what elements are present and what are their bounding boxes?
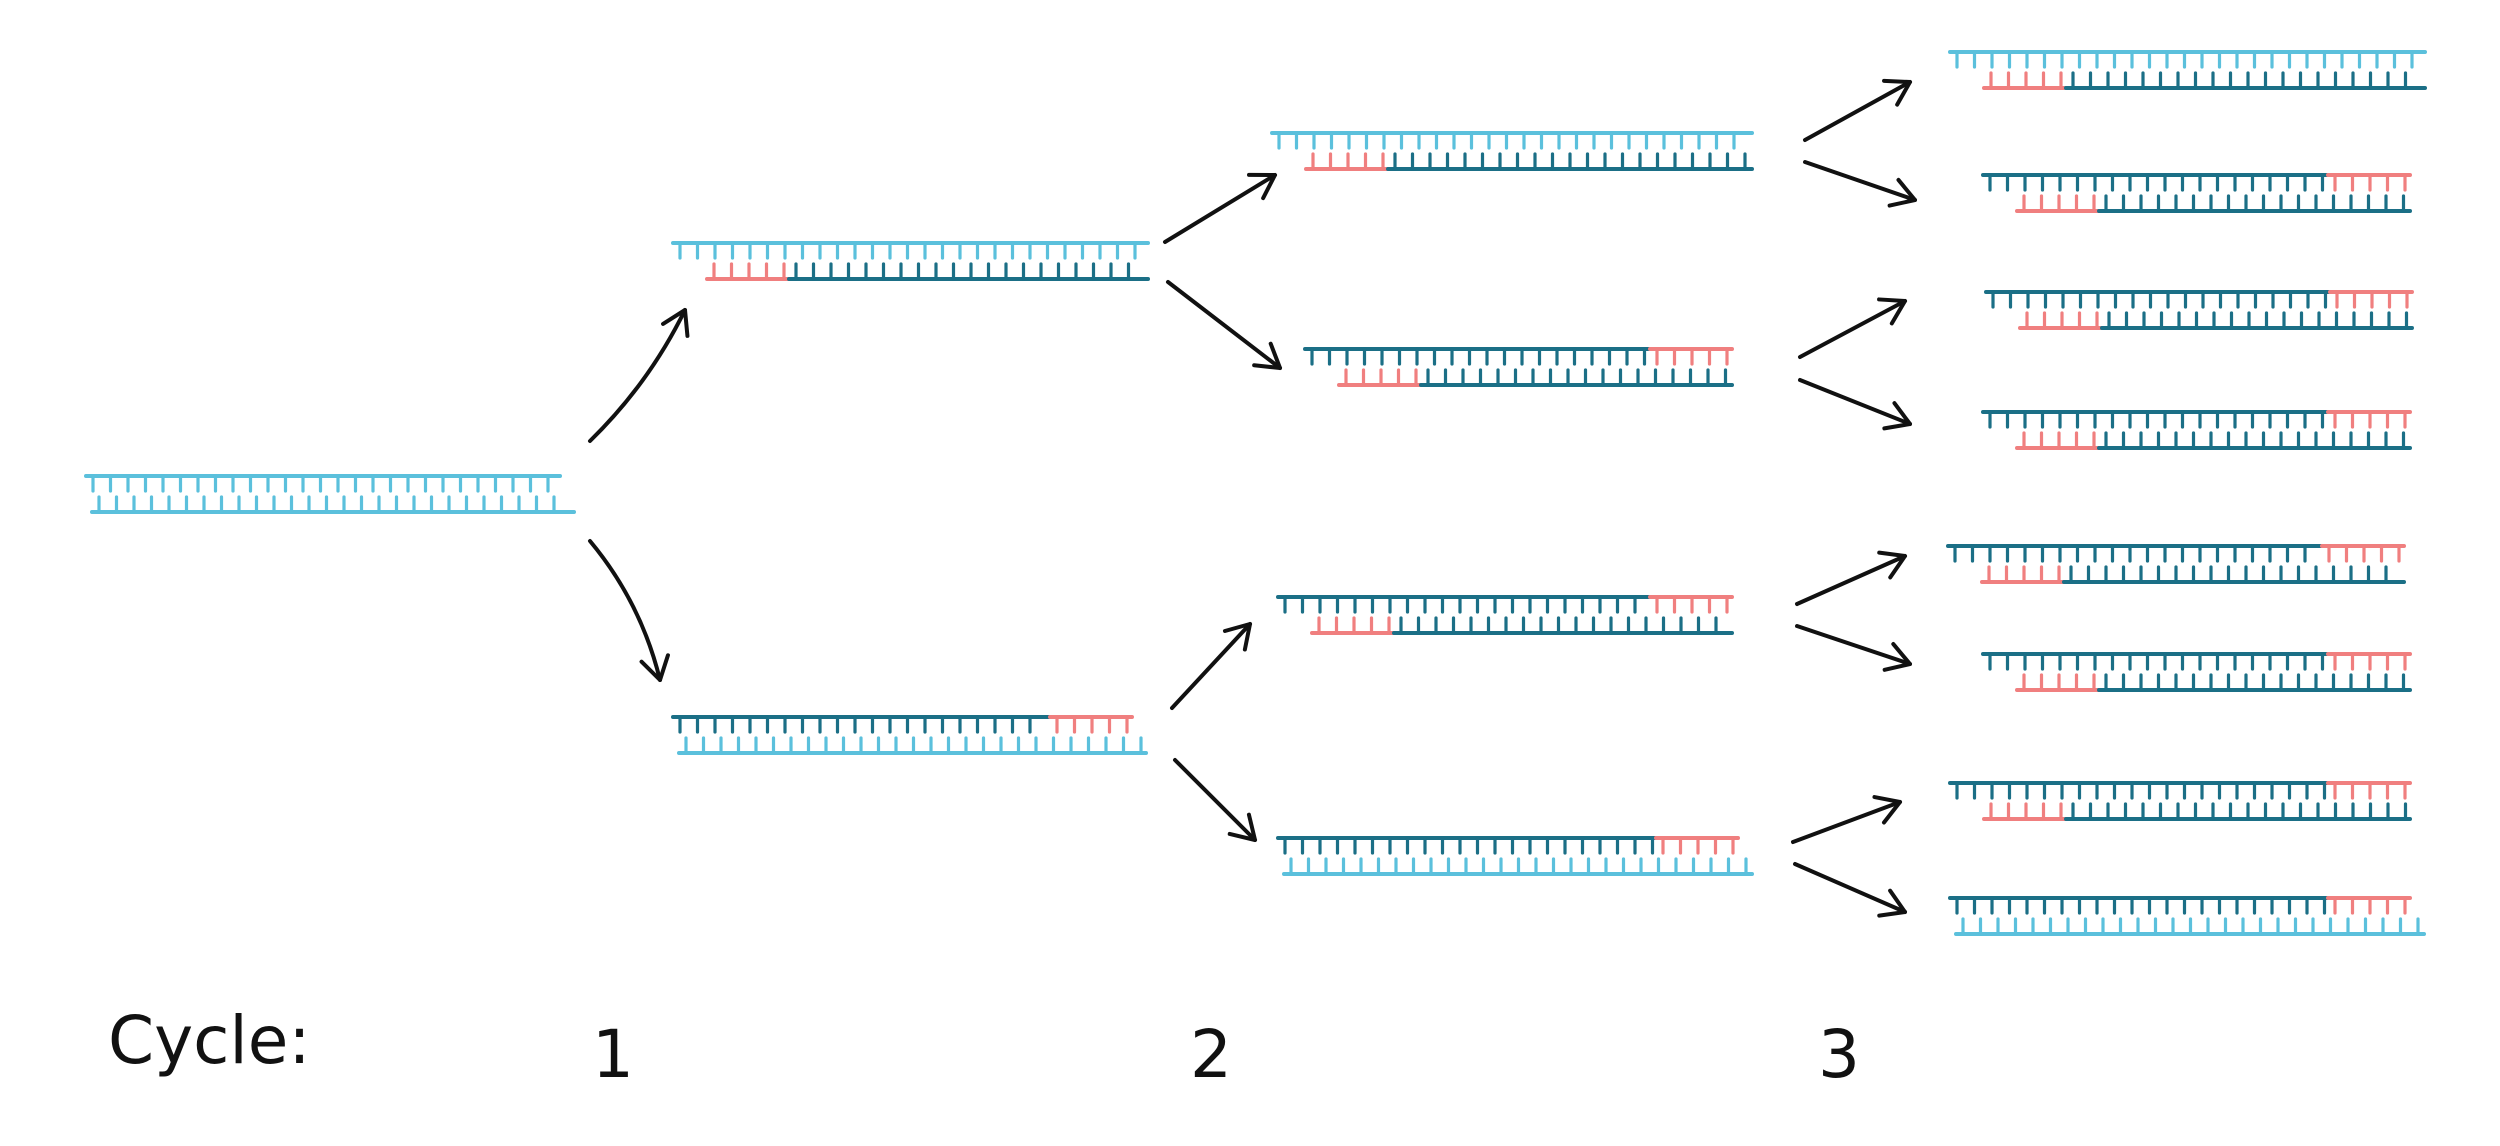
new-strand: [1392, 616, 1734, 635]
arrow: [1803, 160, 1917, 208]
dna-molecule: [671, 715, 1148, 755]
dna-molecule: [1948, 896, 2426, 936]
primer: [1980, 565, 2066, 584]
dna-molecule: [1276, 595, 1734, 635]
new-strand: [2064, 802, 2412, 821]
primer: [2326, 410, 2412, 429]
primer: [2326, 652, 2412, 671]
dna-molecule: [84, 474, 576, 514]
primer: [2326, 896, 2412, 915]
arrow: [588, 539, 670, 682]
primer: [1648, 347, 1734, 366]
new-strand: [1948, 896, 2330, 915]
primer: [1048, 715, 1134, 734]
template-strand: [1948, 50, 2427, 69]
template-strand: [1954, 917, 2426, 936]
new-strand: [1276, 595, 1652, 614]
arrow: [1163, 172, 1277, 244]
primer: [1654, 836, 1740, 855]
arrow: [588, 308, 690, 443]
arrow: [1803, 78, 1912, 142]
dna-molecule: [1948, 50, 2427, 90]
new-strand: [787, 262, 1150, 281]
new-strand: [2097, 194, 2412, 213]
primer: [2320, 544, 2406, 563]
template-strand: [677, 736, 1148, 755]
arrow: [1798, 378, 1912, 431]
new-strand: [2097, 673, 2412, 692]
dna-molecule: [1984, 290, 2414, 330]
primer: [2326, 781, 2412, 800]
template-strand: [1270, 131, 1754, 150]
dna-molecule: [1948, 781, 2412, 821]
arrow: [1798, 297, 1907, 359]
new-strand: [2100, 311, 2414, 330]
arrow: [1166, 280, 1282, 370]
primer: [2015, 673, 2101, 692]
new-strand: [2064, 71, 2427, 90]
new-strand: [1276, 836, 1658, 855]
primer: [1648, 595, 1734, 614]
primer: [705, 262, 791, 281]
primer: [1982, 71, 2068, 90]
dna-molecule: [1270, 131, 1754, 171]
new-strand: [1981, 652, 2330, 671]
primer: [1304, 152, 1390, 171]
arrow: [1793, 862, 1907, 918]
primer: [2018, 311, 2104, 330]
cycle-number-3: 3: [1818, 1016, 1860, 1093]
primer: [1337, 368, 1423, 387]
new-strand: [1419, 368, 1734, 387]
dna-molecule: [1276, 836, 1754, 876]
new-strand: [1981, 410, 2330, 429]
primer: [1982, 802, 2068, 821]
dna-molecule: [1303, 347, 1734, 387]
arrow: [1791, 795, 1902, 844]
primer: [2015, 194, 2101, 213]
template-strand: [90, 495, 576, 514]
primer: [2326, 173, 2412, 192]
new-strand: [2097, 431, 2412, 450]
cycle-number-1: 1: [592, 1016, 634, 1093]
new-strand: [2062, 565, 2406, 584]
template-strand: [84, 474, 562, 493]
arrow: [1795, 624, 1912, 672]
new-strand: [1386, 152, 1754, 171]
arrow: [1170, 622, 1252, 710]
new-strand: [1981, 173, 2330, 192]
dna-molecule: [1946, 544, 2406, 584]
dna-molecule: [1981, 652, 2412, 692]
new-strand: [671, 715, 1052, 734]
dna-molecule: [671, 241, 1150, 281]
cycle-label: Cycle:: [108, 1002, 311, 1079]
arrow: [1173, 758, 1257, 842]
new-strand: [1303, 347, 1652, 366]
new-strand: [1948, 781, 2330, 800]
new-strand: [1946, 544, 2324, 563]
dna-molecule: [1981, 410, 2412, 450]
template-strand: [1282, 857, 1754, 876]
cycle-number-2: 2: [1190, 1016, 1232, 1093]
arrow: [1795, 550, 1907, 606]
template-strand: [671, 241, 1150, 260]
dna-molecule: [1981, 173, 2412, 213]
arrows: [588, 78, 1917, 918]
primer: [2015, 431, 2101, 450]
primer: [1310, 616, 1396, 635]
dna-molecules: [84, 50, 2427, 936]
primer: [2328, 290, 2414, 309]
new-strand: [1984, 290, 2332, 309]
